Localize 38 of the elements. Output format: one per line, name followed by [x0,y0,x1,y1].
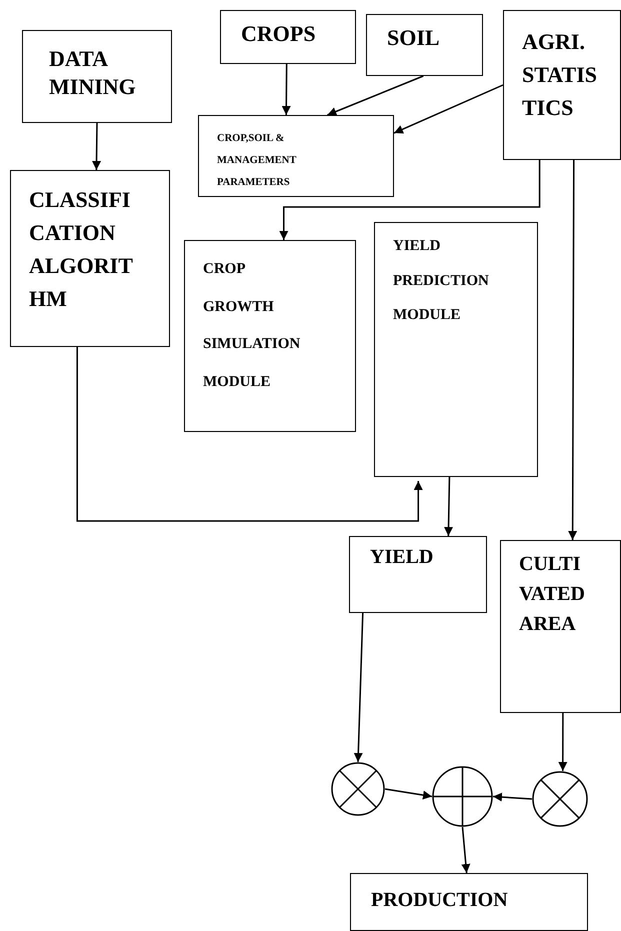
arrow [282,64,291,115]
process-box [349,536,487,613]
box-label: CROP,SOIL & MANAGEMENT PARAMETERS [217,132,298,190]
process-box [350,873,588,931]
arrow [558,713,568,771]
box-label: YIELD PREDICTION MODULE [393,237,490,325]
arrow [461,826,470,874]
process-box [374,222,538,477]
process-box [366,14,483,76]
arrow [92,122,102,170]
arrow [384,788,432,800]
arrow [76,347,423,522]
box-label: DATA MINING [49,45,137,100]
process-box [198,115,394,197]
box-label: YIELD [370,545,434,569]
box-label: CULTI VATED AREA [519,552,586,637]
process-box [22,30,172,123]
process-box [184,240,356,432]
process-box [220,10,356,64]
box-label: CLASSIFI CATION ALGORIT HM [29,186,134,313]
box-label: SOIL [387,25,441,52]
box-label: AGRI. STATIS TICS [522,28,598,122]
multiplier-junction [532,771,588,827]
arrow [279,160,540,240]
box-label: CROPS [241,21,317,48]
summing-junction [432,766,493,827]
box-label: CROP GROWTH SIMULATION MODULE [203,260,302,392]
arrow [327,75,424,116]
multiplier-junction [331,762,385,816]
process-box [500,540,621,713]
box-label: PRODUCTION [371,888,509,912]
arrow [444,476,454,536]
arrow [354,612,364,762]
process-box [10,170,170,347]
process-box [503,10,621,160]
arrow [492,792,532,802]
arrow [568,160,578,540]
arrow [394,84,504,134]
